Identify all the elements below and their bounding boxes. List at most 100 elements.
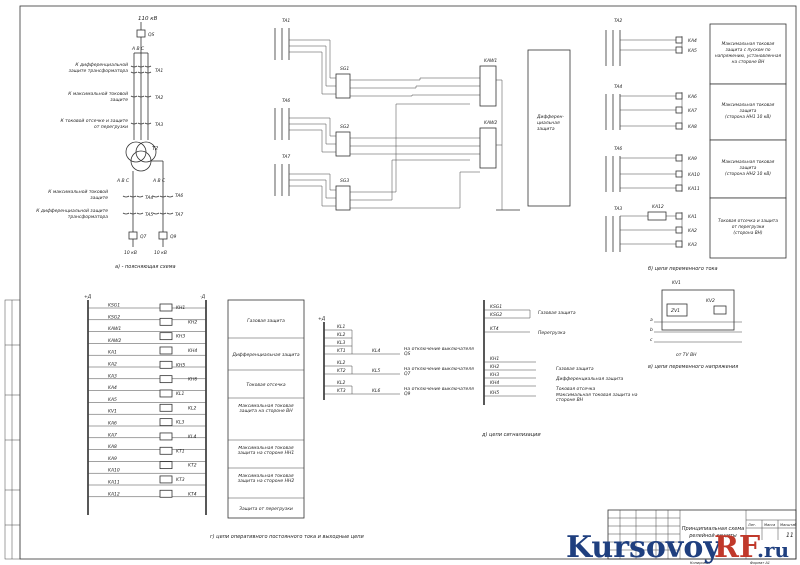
d-kh4: KH4 [490,380,499,386]
q7-label: Q7 [140,234,147,240]
relay-coil [159,346,173,355]
ta5-label: TA5 [145,212,153,218]
relay-coil-label: KL3 [176,420,184,426]
b-ta4-label: TA4 [614,84,622,90]
dc-row-label: KA8 [108,444,117,450]
lv1-voltage: 10 кВ [124,250,137,256]
caption-a: а) - поясняющая схема [115,264,176,270]
relay-coil [159,303,173,312]
relay-coil-label: KL1 [176,391,184,397]
dc-row-label: KSG1 [108,303,120,309]
diff-block-line1: Дифферен- [536,114,564,120]
g-block-mtz-lv1: Максимальная токовая защита на стороне Н… [237,446,295,456]
relay-coil-label: KT2 [188,463,197,469]
ka5-label: KA5 [688,48,697,54]
d-text-gas-2: Газовая защита [556,366,594,372]
diff-ta6-label: TA6 [282,98,290,104]
g-block-overload: Защита от перегрузки [239,506,293,512]
scheme-d: KSG1 KSG2 KT4 KH1 KH2 KH3 KH4 KH5 Газова… [481,300,638,438]
q9-label: Q9 [170,234,177,240]
relay-coil-label: KL4 [188,434,196,440]
out-kl2-b: KL2 [337,360,345,366]
watermark: Kursovoy RF .ru [566,530,789,565]
phase-c-label: c [650,338,653,343]
phase-label-c: A B C [152,178,166,184]
relay-coil [159,332,173,341]
out-kl3: KL3 [337,340,345,346]
ka3-label: KA3 [688,242,697,248]
phase-a-label: a [650,318,653,323]
g-block-mtz-hv: Максимальная токовая защита на стороне В… [238,404,294,414]
minus-bus-label: -Д [200,294,206,300]
tb-lit: Лит. [747,523,756,527]
out-text-q9: На отключение выключателя Q9 [404,387,474,397]
relay-coil-label: KL2 [188,405,196,411]
d-kh1: KH1 [490,356,499,362]
ta2-label: TA2 [155,95,163,101]
dc-row-label: KSG2 [108,314,120,320]
relay-coil [159,418,173,427]
line-label-3: К максимальной токовой [68,91,128,97]
block-b1-line3: напряжению, установленная [715,54,782,59]
relay-ka12-coil [647,211,667,221]
watermark-kursovoy: Kursovoy [566,530,722,565]
relay-coil-label: KT3 [176,477,185,483]
relay-coil-label: KH2 [188,319,197,325]
relay-kv2-coil [713,305,727,315]
scheme-v: KV1 ZV1 KV2 a b c от TV ВН в) цепи перем… [648,280,742,370]
ka12-label: KA12 [652,204,664,210]
out-kl6: KL6 [372,388,380,394]
caption-b: б) цепи переменного тока [648,266,718,272]
ta4-label: TA4 [145,195,153,201]
relay-coil [159,317,173,326]
ka1-label: KA1 [688,214,697,220]
diff-ta7-label: TA7 [282,154,290,160]
dc-row-label: KA4 [108,385,117,391]
relay-coil [159,489,173,498]
tv-source-label: от TV ВН [676,352,697,358]
d-text-cutoff: Токовая отсечка [556,386,596,392]
relay-coil [159,475,173,484]
out-kl2-c: KL2 [337,380,345,386]
zv1-label: ZV1 [670,308,680,314]
phase-label-b: A B C [116,178,130,184]
d-text-gas: Газовая защита [538,310,576,316]
diff-relay-kaw2 [479,127,497,169]
relay-coil [159,446,173,455]
dc-row-label: KA5 [108,397,117,403]
block-b1-line2: защита с пуском по [726,48,771,53]
source-voltage: 110 кВ [138,16,158,22]
caption-v: в) цепи переменного напряжения [648,364,738,370]
line-label-1: К дифференциальной [75,62,128,68]
line-label-5: К токовой отсечке и защите [61,118,129,124]
out-kl4: KL4 [372,348,380,354]
dc-row-label: KA7 [108,432,117,438]
relay-coil-label: KH1 [176,305,185,311]
diff-relay-kaw1 [479,65,497,107]
scheme-a: 110 кВ QS A B C TA1 TA2 TA3 К дифференци… [36,16,183,270]
ta6-label: TA6 [175,193,183,199]
lv2-voltage: 10 кВ [154,250,167,256]
b-ta6-label: TA6 [614,146,622,152]
scheme-g: +Д -Д KSG1KSG2KAW1KAW2KA1KA2KA3KA4KA5KV1… [84,294,365,540]
relay-coil-label: KH5 [176,362,185,368]
relay-coil [159,403,173,412]
block-b2-line2: защита [740,109,757,114]
kv2-label: KV2 [706,298,715,304]
dc-row-label: KAW2 [108,338,121,344]
breaker-q9 [158,231,168,240]
kv1-label: KV1 [672,280,681,286]
scheme-output: +Д KL1 KL2 KL3 KT1 KL2 KT2 KL2 KT3 KL4 K… [318,316,474,400]
ka9-label: KA9 [688,156,697,162]
line-label-4: защите [110,98,128,103]
ta3-label: TA3 [155,122,163,128]
dc-row-label: KAW1 [108,326,121,332]
filter-zv1 [666,303,688,317]
g-block-diff: Дифференциальная защита [231,352,300,358]
d-kh2: KH2 [490,364,499,370]
block-b3-line2: защита [740,166,757,171]
caption-d: д) цепи сигнализации [481,432,541,438]
block-b1-line4: на стороне ВН [732,59,765,65]
relay-coil-label: KH3 [176,334,185,340]
tb-mass: Масса [764,523,775,527]
